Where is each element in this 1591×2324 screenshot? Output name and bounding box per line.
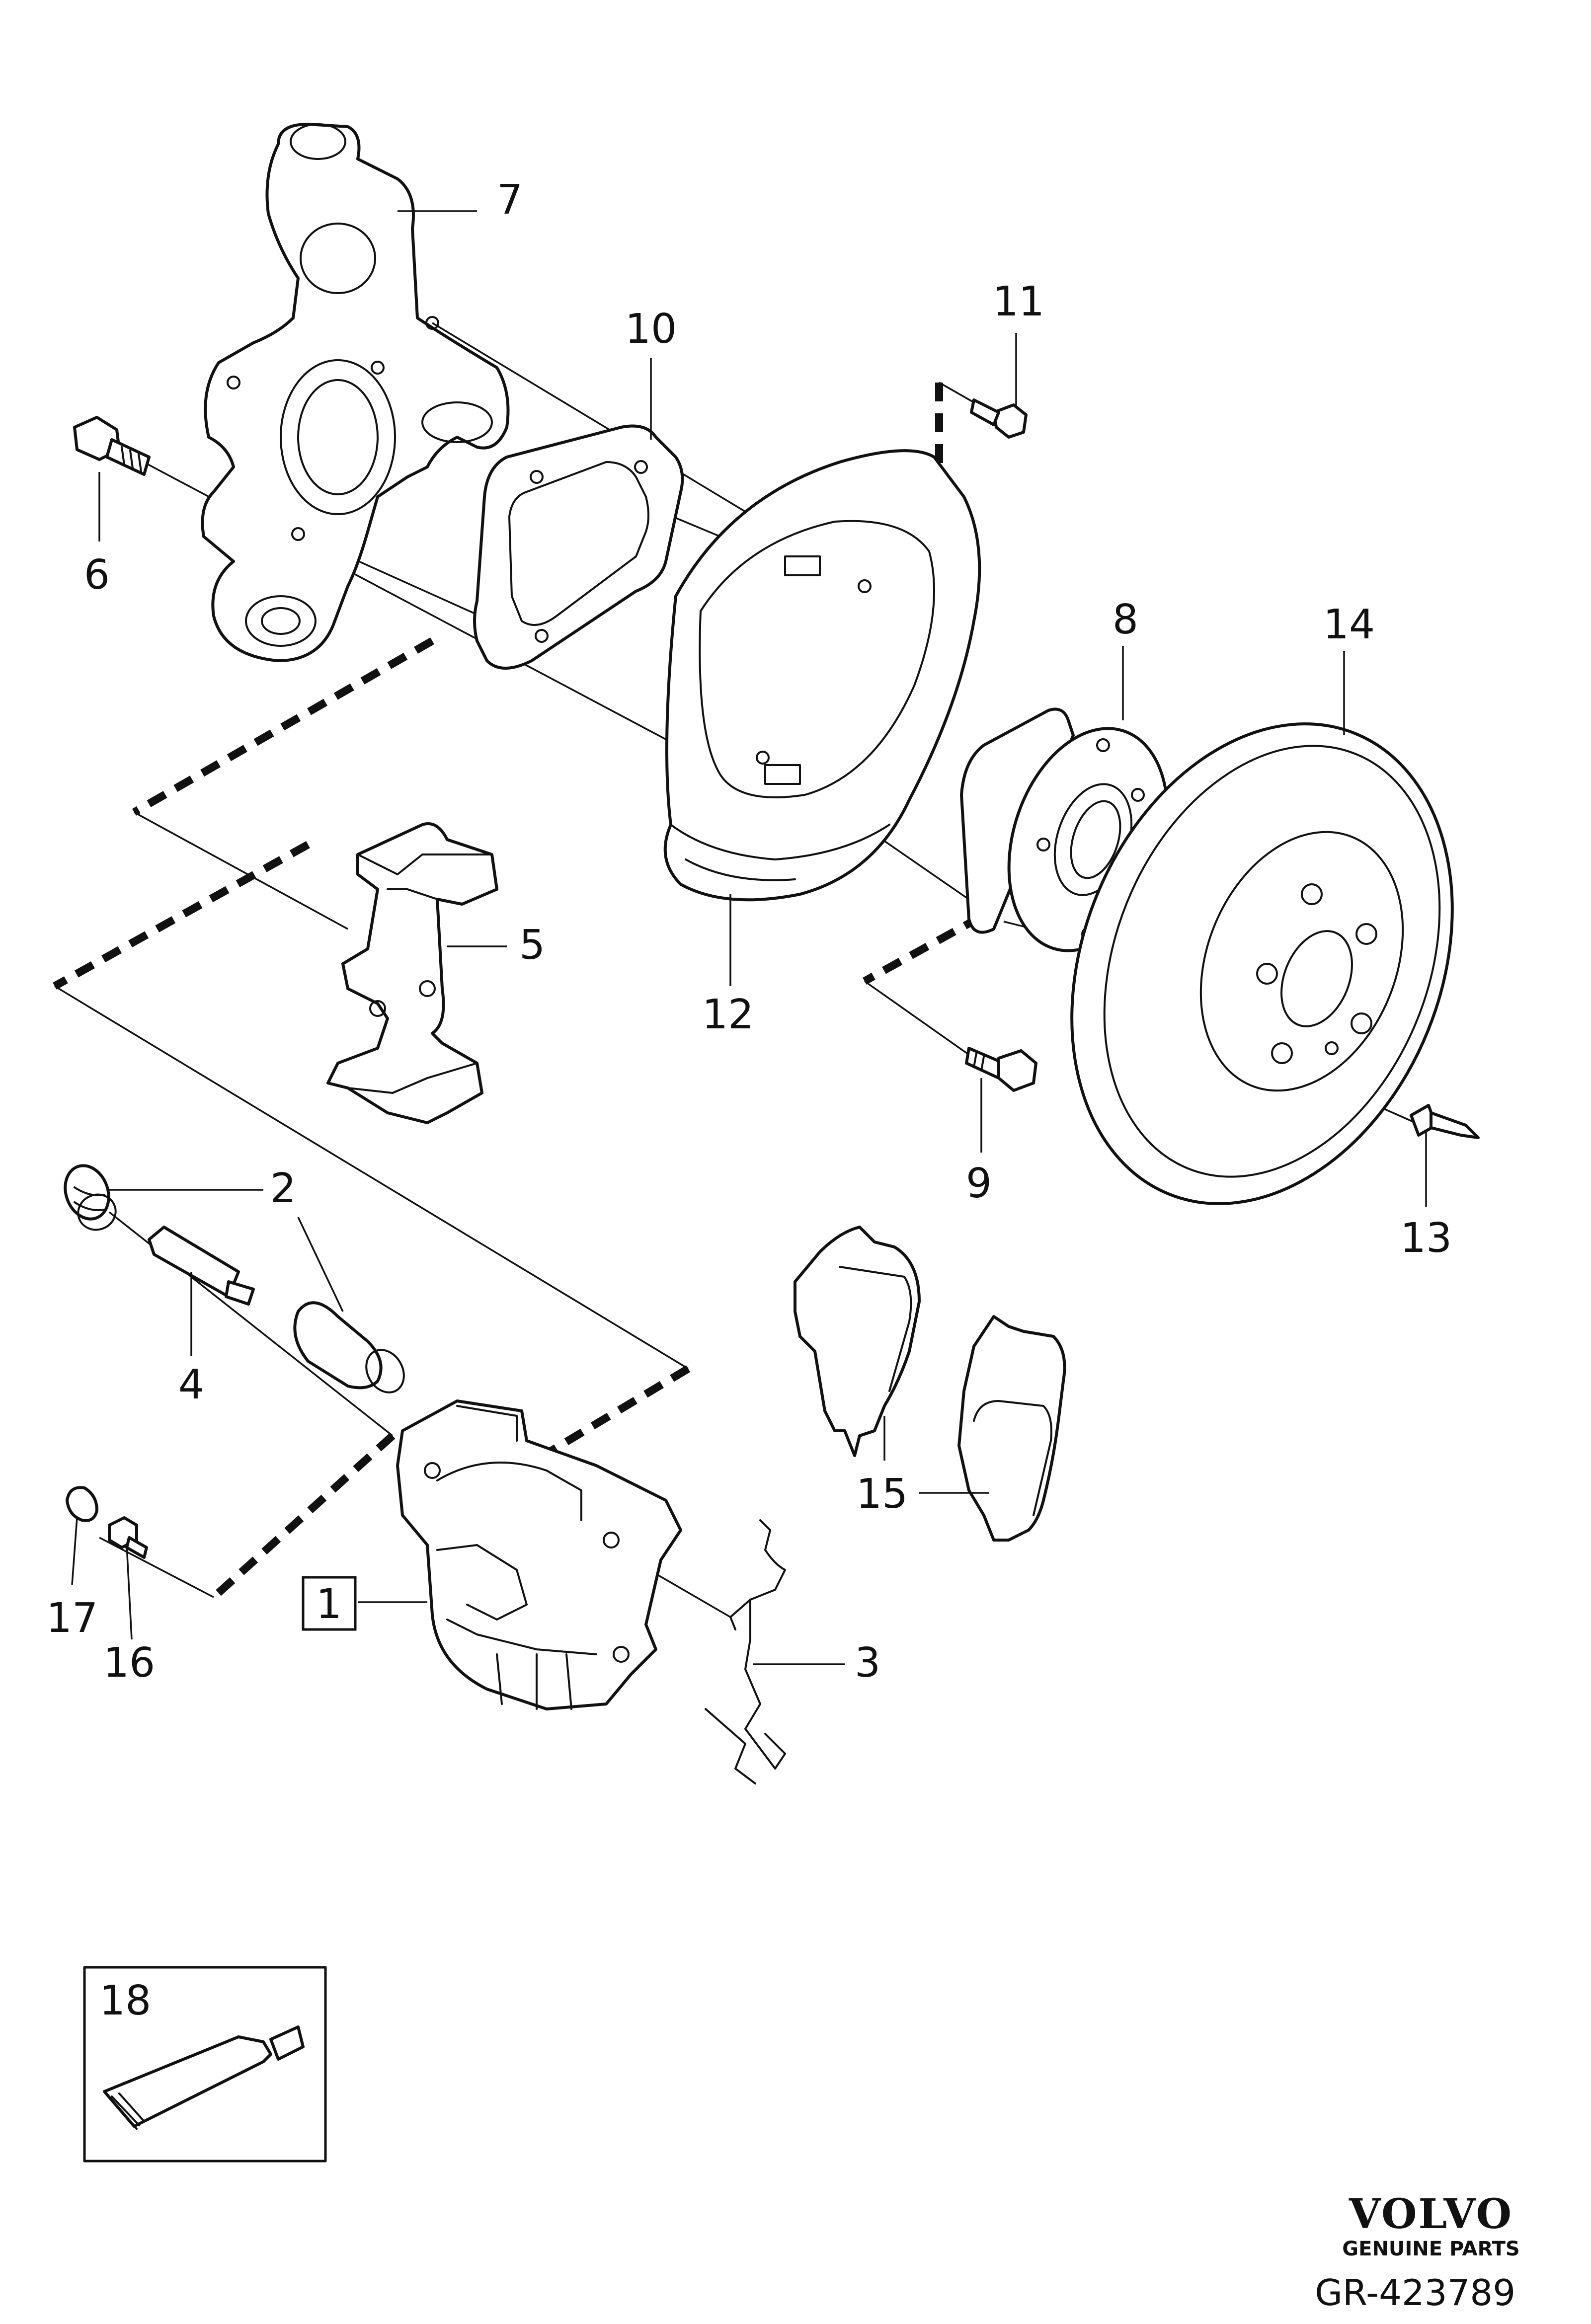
callout-8: 8 bbox=[1113, 596, 1138, 643]
brand-subtitle: GENUINE PARTS bbox=[1342, 2238, 1519, 2260]
callout-14: 14 bbox=[1323, 601, 1375, 648]
bleed-screw-16 bbox=[108, 1516, 148, 1559]
boot-2 bbox=[64, 1164, 117, 1231]
callout-3: 3 bbox=[855, 1639, 880, 1687]
callout-6: 6 bbox=[84, 551, 110, 599]
splash-shield-12 bbox=[663, 449, 981, 902]
steering-knuckle bbox=[201, 123, 510, 662]
callout-12: 12 bbox=[702, 991, 754, 1038]
callout-13: 13 bbox=[1400, 1215, 1452, 1262]
callout-9: 9 bbox=[966, 1160, 992, 1207]
guide-pin-4 bbox=[148, 1226, 255, 1306]
screw-13 bbox=[1410, 1104, 1480, 1139]
brake-pads-15 bbox=[794, 1226, 1066, 1542]
caliper-bracket-5 bbox=[326, 822, 498, 1124]
callout-2: 2 bbox=[270, 1165, 296, 1212]
callout-leaders bbox=[71, 210, 1427, 1665]
callout-1: 1 bbox=[316, 1581, 342, 1628]
callout-7: 7 bbox=[497, 176, 523, 224]
brand-logo-text: VOLVO bbox=[1349, 2190, 1513, 2238]
bolt-6 bbox=[73, 416, 151, 476]
footer: VOLVO GENUINE PARTS GR-423789 bbox=[1315, 2190, 1519, 2314]
bushing bbox=[293, 1301, 405, 1394]
diagram-reference: GR-423789 bbox=[1315, 2272, 1515, 2314]
callout-box-1 bbox=[302, 1576, 357, 1631]
callout-17: 17 bbox=[46, 1595, 98, 1642]
caliper-1 bbox=[396, 1399, 682, 1710]
grease-tube-inset bbox=[83, 1966, 327, 2163]
gasket-10 bbox=[473, 424, 684, 670]
callout-10: 10 bbox=[625, 306, 677, 353]
callout-16: 16 bbox=[103, 1639, 155, 1687]
callout-5: 5 bbox=[519, 922, 545, 969]
callout-15: 15 bbox=[856, 1471, 908, 1518]
callout-11: 11 bbox=[993, 278, 1044, 325]
callout-4: 4 bbox=[178, 1361, 204, 1408]
brake-disc-14 bbox=[1070, 722, 1454, 1205]
callout-labels: 7 10 11 6 8 14 5 12 9 2 13 4 15 1 17 3 1… bbox=[46, 176, 1452, 2024]
callout-18: 18 bbox=[99, 1977, 151, 2024]
spring-clip-3 bbox=[705, 1519, 786, 1784]
bolt-11 bbox=[970, 398, 1028, 439]
dust-cap-17 bbox=[66, 1486, 98, 1522]
bolt-9 bbox=[965, 1047, 1037, 1092]
